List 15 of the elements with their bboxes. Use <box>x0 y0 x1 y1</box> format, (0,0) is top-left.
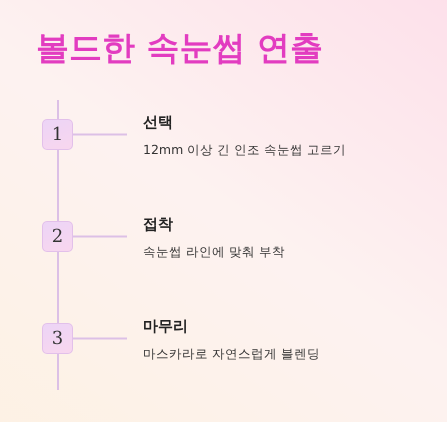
title: 볼드한 속눈썹 연출 <box>36 27 323 69</box>
step-number-box: 3 <box>42 323 73 354</box>
step-heading: 선택 <box>143 113 174 132</box>
connector-line <box>73 134 127 136</box>
connector-line <box>73 236 127 238</box>
connector-line <box>73 338 127 340</box>
timeline-line <box>57 150 59 221</box>
step-heading: 마무리 <box>143 317 189 336</box>
step-heading: 접착 <box>143 215 174 234</box>
step-description: 속눈썹 라인에 맞춰 부착 <box>143 244 286 261</box>
step-description: 마스카라로 자연스럽게 블렌딩 <box>143 346 321 363</box>
step-number-box: 1 <box>42 119 73 150</box>
step-number-box: 2 <box>42 221 73 252</box>
timeline-line <box>57 252 59 323</box>
step-description: 12mm 이상 긴 인조 속눈썹 고르기 <box>143 142 348 159</box>
